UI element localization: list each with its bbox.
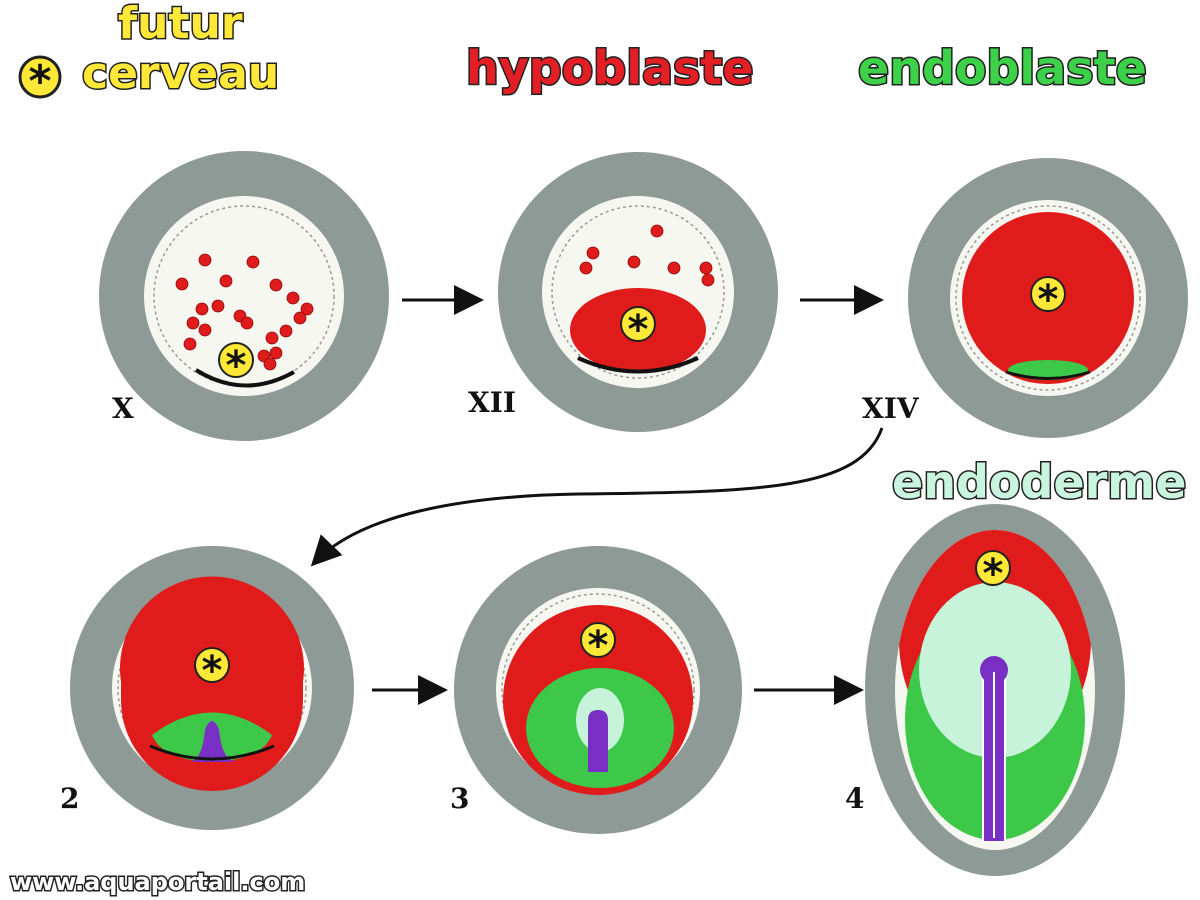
embryo-stage-3: * <box>454 546 742 834</box>
asterisk-marker-icon <box>18 55 62 99</box>
legend-endoderme: endoderme <box>892 455 1186 509</box>
legend-hypoblaste: hypoblaste <box>466 41 754 95</box>
legend-futur: futur <box>118 0 243 49</box>
embryo-stage-xiv: * <box>908 158 1188 438</box>
legend-cerveau: cerveau <box>82 48 279 99</box>
embryo-stage-xii: * <box>498 152 778 432</box>
arrow-xiv-to-2 <box>310 427 884 567</box>
blastoderm-arc <box>194 368 295 388</box>
embryo-stage-2: * <box>70 546 354 830</box>
future-brain-marker <box>580 622 616 658</box>
primitive-streak <box>588 710 608 772</box>
future-brain-marker <box>1030 276 1066 312</box>
hypoblast-cells <box>175 253 314 371</box>
embryo-stage-x: * <box>99 151 389 441</box>
primitive-streak <box>190 721 236 762</box>
future-brain-marker <box>218 342 254 378</box>
hensens-node <box>980 656 1008 684</box>
footer-url: www.aquaportail.com <box>10 868 305 896</box>
legend-endoblaste: endoblaste <box>858 41 1147 95</box>
asterisk-glyph: * <box>628 307 649 353</box>
stage-label-3: 3 <box>450 782 469 815</box>
embryo-stage-4: * <box>865 504 1125 876</box>
asterisk-glyph: * <box>226 343 247 389</box>
stage-label-xiv: XIV <box>862 392 920 425</box>
endoblast-layer <box>1008 360 1088 380</box>
future-brain-marker <box>194 647 230 683</box>
stage-label-x: X <box>112 392 134 425</box>
stage-label-4: 4 <box>845 782 864 815</box>
future-brain-marker <box>975 550 1011 586</box>
future-brain-marker <box>620 306 656 342</box>
asterisk-glyph: * <box>983 551 1004 597</box>
asterisk-glyph: * <box>1038 277 1059 323</box>
asterisk-glyph: * <box>202 648 223 694</box>
asterisk-glyph: * <box>588 623 609 669</box>
stage-label-xii: XII <box>468 386 516 419</box>
hypoblast-cells <box>579 224 715 287</box>
stage-label-2: 2 <box>60 782 79 815</box>
legend-futur-cerveau: * futur cerveau <box>18 0 281 107</box>
asterisk-glyph: * <box>28 56 51 107</box>
